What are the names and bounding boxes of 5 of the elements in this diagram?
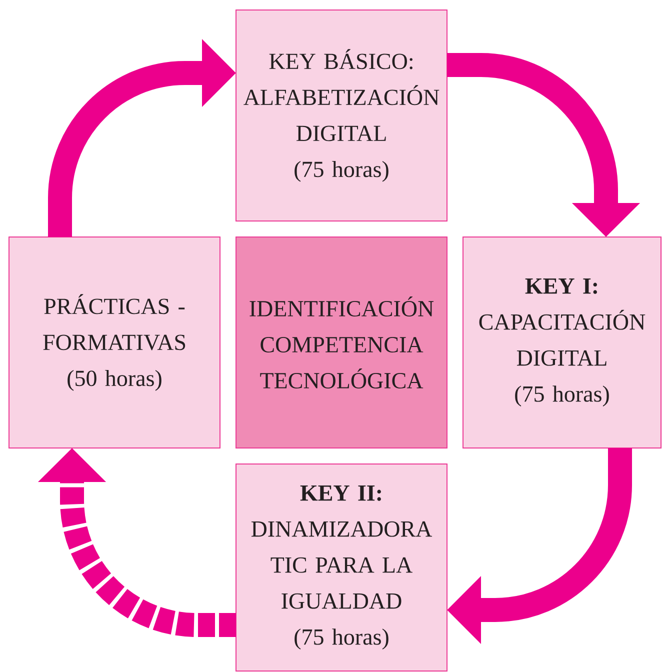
process-box: IDENTIFICACIÓN COMPETENCIA TECNOLÓGICA [236, 236, 448, 448]
process-box: KEY BÁSICO: ALFABETIZACIÓN DIGITAL (75 horas) [236, 10, 448, 222]
process-box: KEY II: DINAMIZADORA TIC PARA LA IGUALDAD (75 horas) [236, 464, 448, 672]
process-box: KEY I: CAPACITACIÓN DIGITAL (75 horas) [462, 236, 662, 448]
process-box: PRÁCTICAS - FORMATIVAS (50 horas) [8, 236, 220, 448]
